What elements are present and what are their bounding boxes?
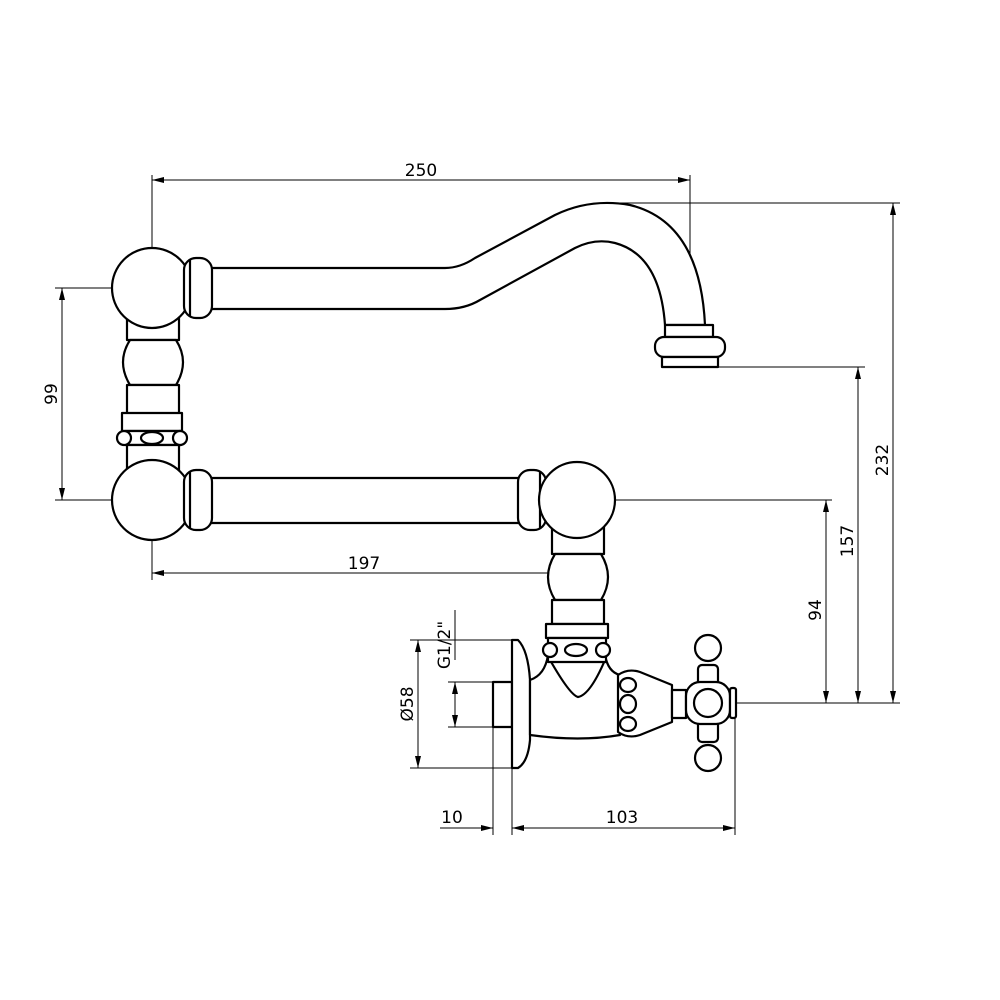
dim-outlet-height: 157 <box>838 525 858 557</box>
dim-total-height: 232 <box>873 444 893 476</box>
cross-handle <box>684 633 738 773</box>
dim-arm-spacing: 99 <box>42 383 62 405</box>
dim-lower-arm-reach: 197 <box>348 554 380 574</box>
lower-arm <box>182 460 617 626</box>
valve-body <box>491 622 688 770</box>
dim-thread-length: 10 <box>441 808 463 828</box>
spout <box>198 201 727 369</box>
dim-thread: G1/2" <box>435 621 455 669</box>
left-swivel-column <box>110 246 214 542</box>
dim-body-depth: 103 <box>606 808 638 828</box>
dim-spout-reach: 250 <box>405 161 437 181</box>
dimension-lines <box>55 175 900 835</box>
arrowheads <box>59 177 896 831</box>
dim-flange-diameter: Ø58 <box>398 686 418 721</box>
dim-lower-arm-height: 94 <box>806 599 826 621</box>
